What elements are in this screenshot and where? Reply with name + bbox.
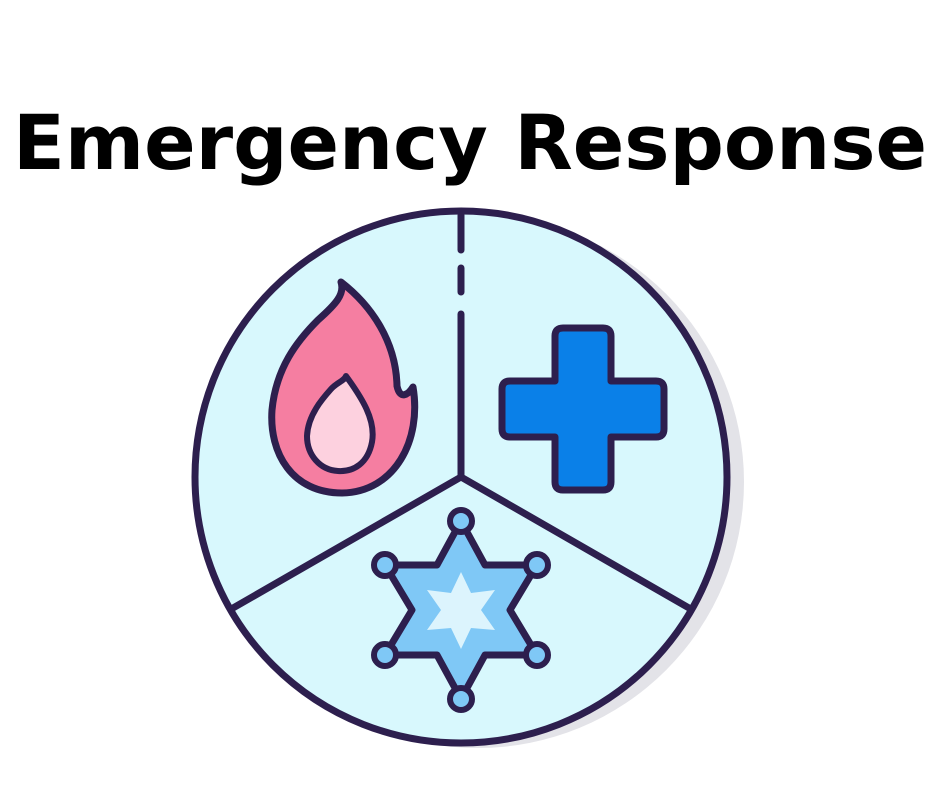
flame-icon bbox=[268, 278, 419, 497]
section-dividers bbox=[229, 211, 693, 612]
emergency-emblem-icon bbox=[191, 207, 744, 748]
sheriff-star-icon bbox=[371, 507, 551, 713]
medical-cross-icon bbox=[498, 324, 668, 494]
page-title: Emergency Response bbox=[12, 97, 928, 187]
